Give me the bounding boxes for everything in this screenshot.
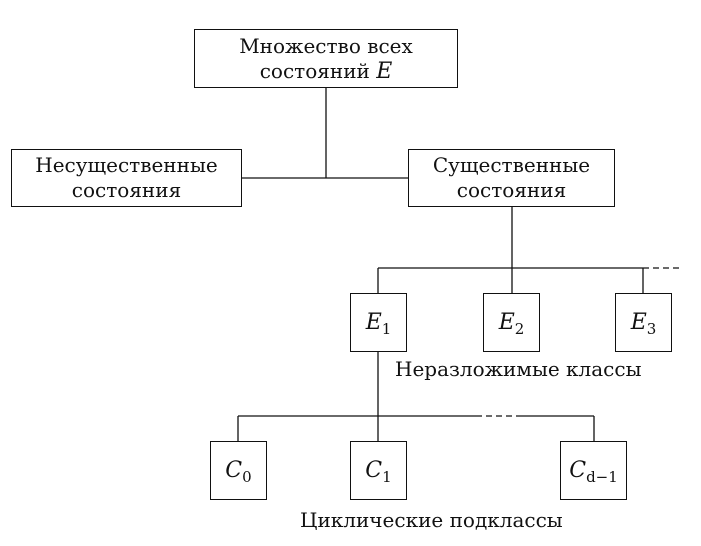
subclass-box-c0: C0 [210,441,267,500]
all-states-line2: состояний E [239,59,413,84]
subclass-box-cd1: Cd−1 [560,441,627,500]
essential-line2: состояния [456,178,567,202]
all-states-symbol: E [376,58,393,84]
subclass-box-c1: C1 [350,441,407,500]
essential-states-box: Существенные состояния [408,149,615,207]
class-box-e3: E3 [615,293,672,352]
inessential-line1: Несущественные [35,153,218,177]
classes-caption: Неразложимые классы [395,357,642,381]
subclass-c1-label: C1 [365,458,392,486]
class-e3-label: E3 [630,310,657,338]
class-box-e1: E1 [350,293,407,352]
class-box-e2: E2 [483,293,540,352]
subclasses-caption: Циклические подклассы [300,508,563,532]
all-states-line2-text: состояний [259,58,377,83]
subclass-c0-label: C0 [225,458,252,486]
essential-line1: Существенные [432,153,591,177]
class-e1-label: E1 [365,310,392,338]
inessential-line2: состояния [71,178,182,202]
all-states-box: Множество всех состояний E [194,29,458,88]
inessential-states-box: Несущественные состояния [11,149,242,207]
class-e2-label: E2 [498,310,525,338]
subclass-cd1-label: Cd−1 [569,458,618,486]
all-states-line1: Множество всех [239,33,413,58]
